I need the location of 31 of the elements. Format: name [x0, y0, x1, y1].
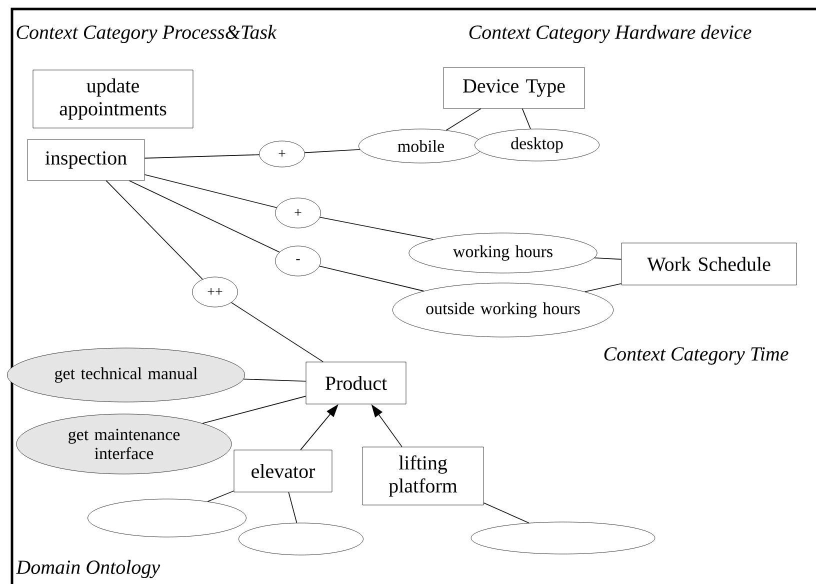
category-label: Context Category Time	[604, 347, 788, 365]
connector-line	[288, 492, 298, 524]
concept-box: update appointments	[32, 70, 194, 128]
connector-line	[231, 302, 324, 362]
connector-line	[319, 266, 424, 292]
connector-line	[144, 154, 260, 159]
concept-box: Work Schedule	[621, 242, 797, 286]
connector-line	[106, 180, 203, 280]
connector-line	[144, 174, 278, 208]
concept-ellipse	[88, 498, 246, 538]
concept-box: Device Type	[443, 67, 585, 109]
connector-line	[129, 180, 280, 253]
connector-line	[483, 502, 530, 524]
connector-line	[446, 108, 482, 131]
category-label: Context Category Process&Task	[16, 24, 277, 44]
concept-box: inspection	[27, 139, 145, 181]
category-label: Context Category Hardware device	[469, 24, 752, 44]
concept-box: lifting platform	[362, 446, 484, 506]
category-label: Domain Ontology	[16, 560, 160, 578]
connector-line	[584, 283, 622, 292]
connector-line	[202, 396, 306, 424]
connector-line	[207, 490, 234, 502]
connector-line	[594, 258, 622, 260]
connector-line	[522, 108, 531, 130]
concept-box: Product	[306, 362, 406, 404]
concept-ellipse	[470, 522, 656, 554]
connector-line	[304, 149, 360, 154]
concept-ellipse	[238, 522, 364, 556]
connector-line	[243, 378, 306, 382]
connector-line	[320, 216, 434, 240]
concept-box: elevator	[234, 450, 332, 492]
